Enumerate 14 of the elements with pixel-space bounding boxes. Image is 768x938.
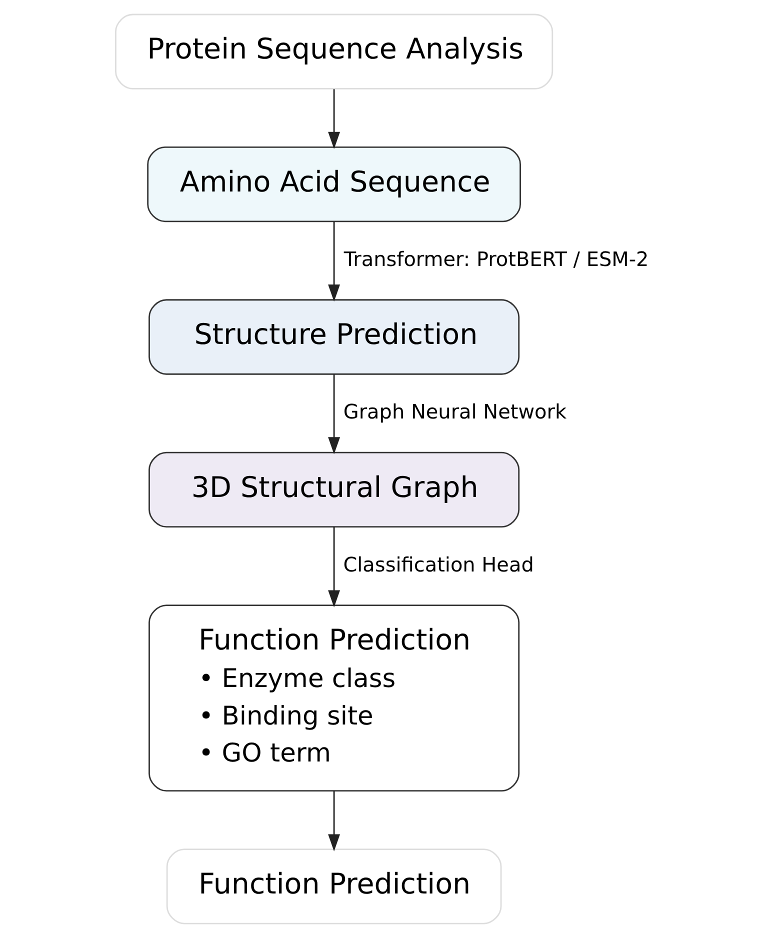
arrow (328, 526, 340, 608)
node-box: Function Prediction (166, 848, 502, 924)
edge-label: Graph Neural Network (343, 400, 567, 424)
edge-label: Classification Head (343, 552, 534, 576)
node-box: Structure Prediction (148, 299, 520, 375)
arrow (328, 89, 340, 150)
arrow (328, 791, 340, 852)
node-box: 3D Structural Graph (148, 452, 520, 528)
node-box: Protein Sequence Analysis (115, 14, 554, 90)
edge-label: Transformer: ProtBERT / ESM-2 (344, 246, 649, 271)
arrow (328, 222, 340, 302)
arrow (328, 374, 340, 454)
node-box: Amino Acid Sequence (147, 146, 521, 222)
node-box: Function Prediction • Enzyme class • Binding site • GO term (148, 604, 520, 792)
